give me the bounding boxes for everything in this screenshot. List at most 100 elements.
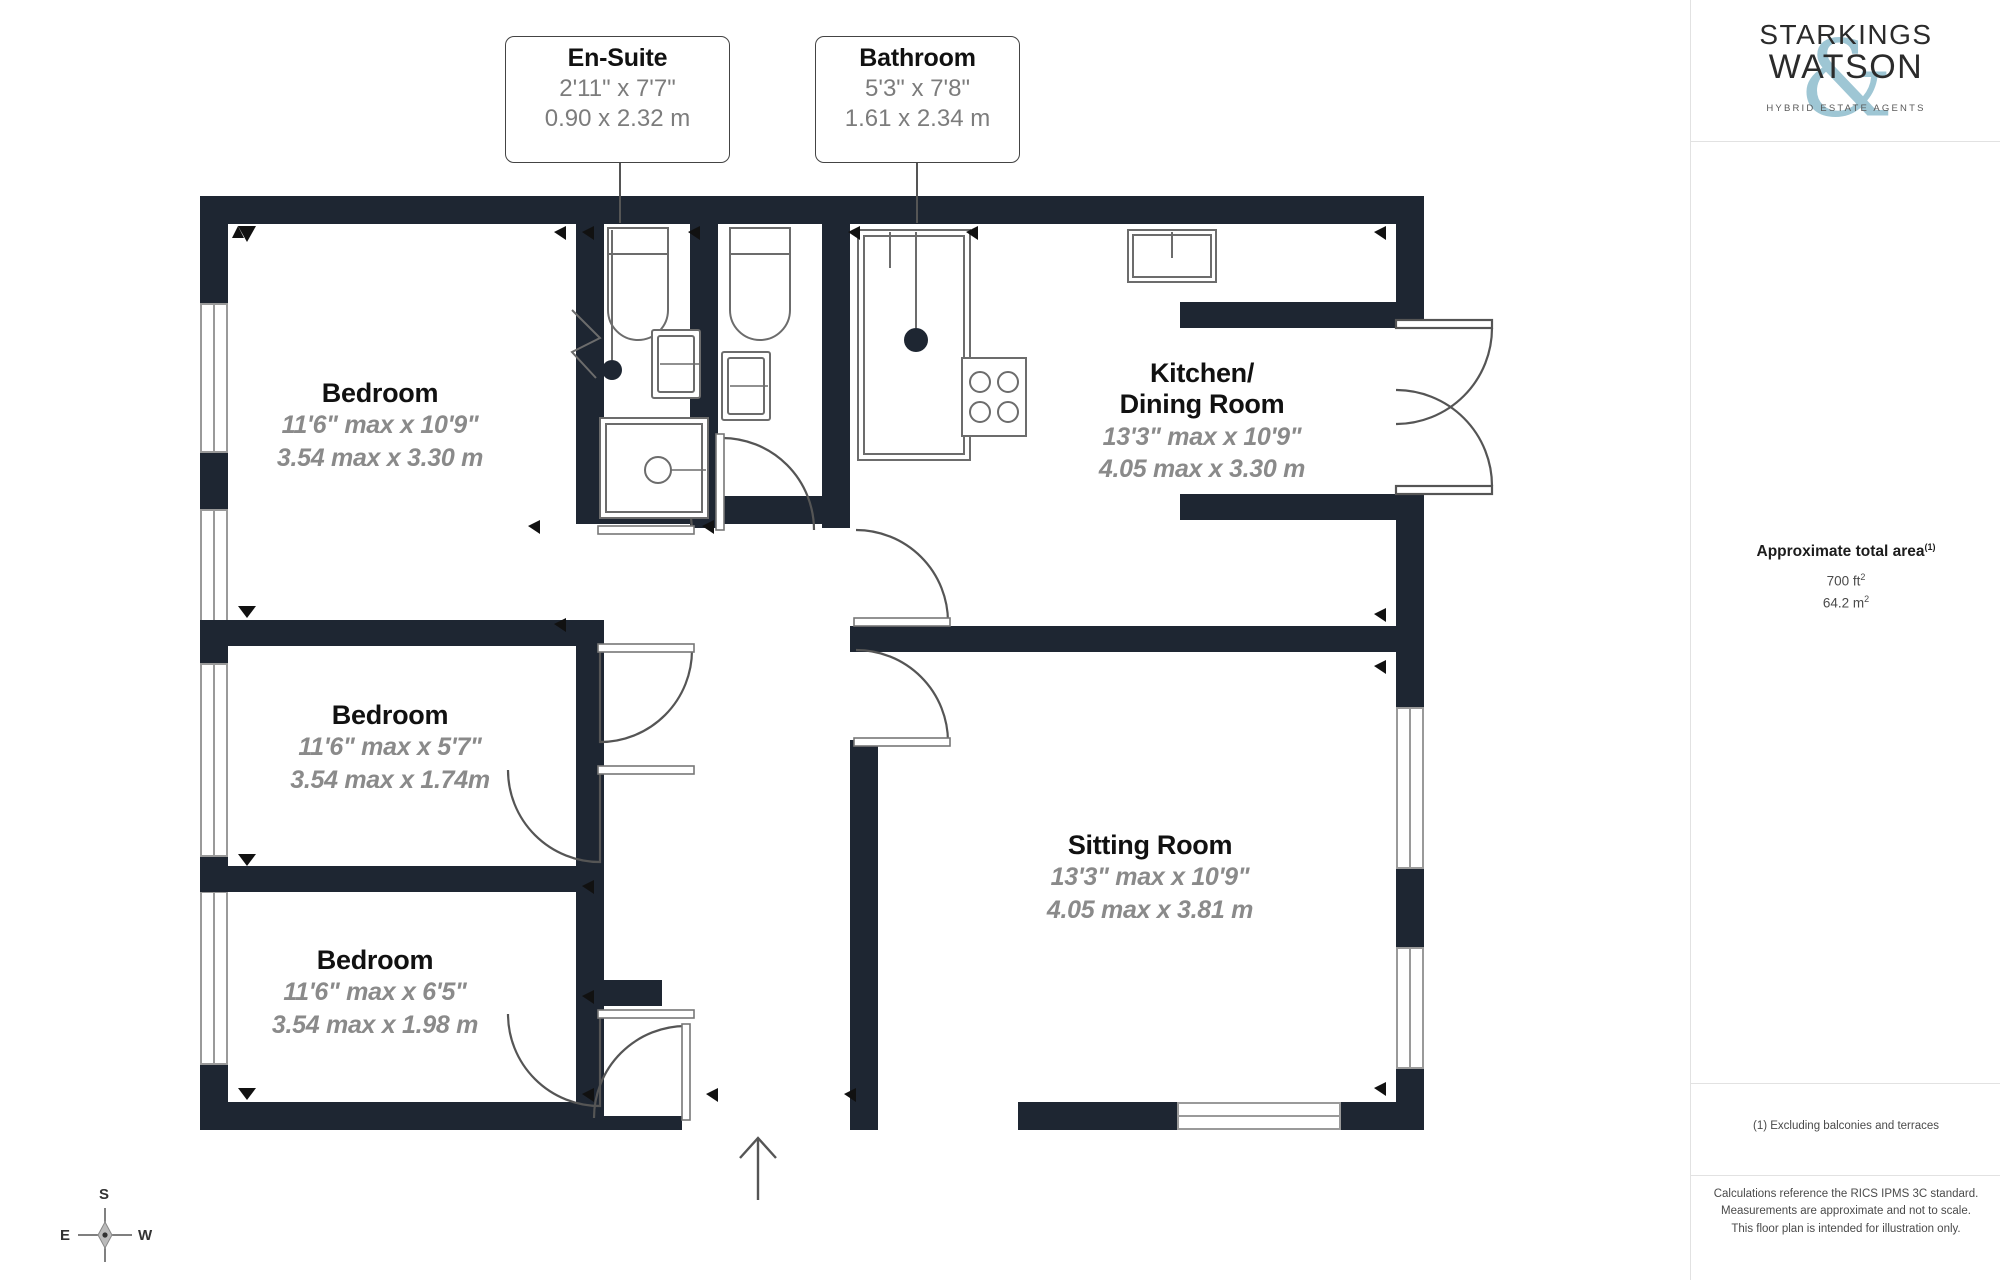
bathtub-drain bbox=[904, 328, 928, 352]
callout-leader-bathroom bbox=[916, 163, 918, 223]
kitchen-fixtures bbox=[857, 229, 1217, 461]
total-area-metric: 64.2 m2 bbox=[1691, 593, 2000, 614]
door-leaf-bedroom2 bbox=[597, 765, 695, 775]
door-swing-bathroom bbox=[720, 436, 816, 531]
room-label-kitchen-dining: Kitchen/ Dining Room 13'3" max x 10'9" 4… bbox=[1022, 358, 1382, 486]
compass-label-left: E bbox=[60, 1227, 71, 1244]
door-hinge-dot-ensuite bbox=[602, 360, 622, 380]
room-name-kitchen-line2: Dining Room bbox=[1119, 389, 1285, 420]
door-swing-bedroom3 bbox=[506, 1013, 602, 1108]
hob-burner-3 bbox=[969, 401, 991, 423]
room-dimension-metric-bedroom-2: 3.54 max x 1.74m bbox=[290, 765, 490, 794]
room-label-sitting-room: Sitting Room 13'3" max x 10'9" 4.05 max … bbox=[960, 830, 1340, 926]
wall-exterior-bottom-sitting-left bbox=[1018, 1102, 1178, 1130]
door-leaf-ensuite bbox=[597, 525, 695, 535]
toilet-cistern-bathroom bbox=[729, 227, 791, 255]
wall-bedroom1-bottom bbox=[200, 620, 604, 646]
room-name-bedroom-1: Bedroom bbox=[321, 378, 439, 408]
window-left-bedroom2 bbox=[200, 509, 228, 625]
wall-kitchen-bay-corner-top bbox=[1180, 302, 1208, 328]
total-area-title: Approximate total area(1) bbox=[1691, 542, 2000, 561]
info-panel: & STARKINGS WATSON HYBRID ESTATE AGENTS … bbox=[1690, 0, 2000, 1280]
disclaimer-cell: Calculations reference the RICS IPMS 3C … bbox=[1691, 1176, 2000, 1280]
wall-right-sitting-3 bbox=[1396, 1068, 1424, 1130]
wall-hall-kitchen-divider bbox=[850, 626, 1424, 652]
total-area-block: Approximate total area(1) 700 ft2 64.2 m… bbox=[1691, 542, 2000, 614]
footnote-text: (1) Excluding balconies and terraces bbox=[1752, 1120, 1940, 1132]
callout-leader-ensuite bbox=[619, 163, 621, 223]
wall-exterior-bottom-entry-left bbox=[596, 1116, 682, 1130]
door-swings-group bbox=[506, 436, 950, 1119]
room-dimension-imperial-kitchen: 13'3" max x 10'9" bbox=[1102, 422, 1302, 451]
hob-burner-1 bbox=[969, 371, 991, 393]
door-leaf-bathroom bbox=[715, 433, 725, 531]
entry-direction-arrow bbox=[739, 1136, 777, 1200]
room-name-bedroom-3: Bedroom bbox=[316, 945, 434, 975]
french-doors-kitchen bbox=[1394, 318, 1494, 496]
callout-en-suite: En-Suite 2'11" x 7'7" 0.90 x 2.32 m bbox=[505, 36, 730, 163]
compass-icon bbox=[78, 1208, 132, 1262]
extent-arrow-markers bbox=[232, 226, 1386, 1102]
wall-exterior-top bbox=[200, 196, 1424, 224]
walls-group bbox=[200, 196, 1494, 1130]
wall-ensuite-left-stub bbox=[576, 196, 594, 332]
room-dimension-metric-sitting: 4.05 max x 3.81 m bbox=[1046, 895, 1254, 924]
footnote-cell: (1) Excluding balconies and terraces bbox=[1691, 1084, 2000, 1176]
room-dimension-metric-bedroom-1: 3.54 max x 3.30 m bbox=[276, 443, 484, 472]
room-dimension-imperial-sitting: 13'3" max x 10'9" bbox=[1050, 863, 1250, 892]
toilet-cistern-ensuite bbox=[607, 227, 669, 255]
door-swing-bedroom2 bbox=[506, 769, 602, 864]
door-leaf-bedroom3 bbox=[597, 1009, 695, 1019]
brand-logo: & STARKINGS WATSON HYBRID ESTATE AGENTS bbox=[1691, 0, 2000, 141]
wall-bedroom3-right-upper bbox=[576, 892, 604, 988]
door-leaves-group bbox=[597, 433, 951, 1121]
room-label-bedroom-2: Bedroom 11'6" max x 5'7" 3.54 max x 1.74… bbox=[210, 700, 570, 796]
brand-name-line2: WATSON bbox=[1768, 47, 1924, 86]
total-area-title-superscript: (1) bbox=[1924, 542, 1936, 552]
wall-kitchen-bay-bottom bbox=[1180, 494, 1396, 520]
brand-name-line1: STARKINGS bbox=[1759, 19, 1933, 51]
wall-bedroom2-bottom bbox=[200, 866, 604, 892]
door-leaf-sitting bbox=[853, 737, 951, 747]
total-area-imperial: 700 ft2 bbox=[1691, 571, 2000, 592]
callout-imperial-bathroom: 5'3" x 7'8" bbox=[865, 75, 970, 103]
toilet-bathroom bbox=[729, 227, 791, 341]
door-leaf-bedroom1 bbox=[597, 643, 695, 653]
wall-right-sitting-2 bbox=[1396, 868, 1424, 948]
total-area-imperial-unit-exp: 2 bbox=[1860, 572, 1866, 583]
wall-exterior-left-top bbox=[200, 196, 228, 304]
callout-imperial-en-suite: 2'11" x 7'7" bbox=[559, 75, 676, 103]
callout-name-en-suite: En-Suite bbox=[567, 44, 668, 72]
pocket-door-ensuite bbox=[570, 309, 602, 379]
total-area-cell: Approximate total area(1) 700 ft2 64.2 m… bbox=[1691, 142, 2000, 1084]
total-area-imperial-value: 700 ft bbox=[1826, 573, 1861, 589]
room-dimension-metric-kitchen: 4.05 max x 3.30 m bbox=[1098, 455, 1306, 484]
wall-exterior-right-kitchen-top bbox=[1396, 196, 1424, 320]
shower-drain-ensuite bbox=[644, 456, 672, 484]
window-left-bedroom3 bbox=[200, 663, 228, 857]
room-name-bedroom-2: Bedroom bbox=[331, 700, 449, 730]
window-left-bedroom1 bbox=[200, 303, 228, 453]
ensuite-fixtures bbox=[599, 227, 709, 519]
door-leaf-kitchen bbox=[853, 617, 951, 627]
disclaimer-text: Calculations reference the RICS IPMS 3C … bbox=[1713, 1188, 1979, 1235]
room-dimension-imperial-bedroom-2: 11'6" max x 5'7" bbox=[298, 733, 482, 762]
room-label-bedroom-1: Bedroom 11'6" max x 10'9" 3.54 max x 3.3… bbox=[200, 378, 560, 474]
floor-plan-drawing: Bedroom 11'6" max x 10'9" 3.54 max x 3.3… bbox=[50, 36, 1494, 1270]
wall-hall-sitting-divider bbox=[850, 740, 878, 1130]
total-area-title-text: Approximate total area bbox=[1756, 543, 1925, 561]
window-right-sitting-2 bbox=[1396, 947, 1424, 1069]
door-swing-bedroom1 bbox=[598, 649, 694, 744]
floor-plan-svg bbox=[200, 196, 1494, 1200]
room-dimension-metric-bedroom-3: 3.54 max x 1.98 m bbox=[271, 1010, 479, 1039]
hob-burner-4 bbox=[997, 401, 1019, 423]
door-swing-kitchen bbox=[855, 528, 950, 624]
compass-rose: S E W bbox=[50, 1186, 160, 1270]
brand-logo-cell: & STARKINGS WATSON HYBRID ESTATE AGENTS bbox=[1691, 0, 2000, 142]
hob-burner-2 bbox=[997, 371, 1019, 393]
door-swing-sitting bbox=[855, 648, 950, 744]
hob-cooker bbox=[961, 357, 1027, 437]
window-bottom-sitting bbox=[1177, 1102, 1341, 1130]
compass-label-right: W bbox=[138, 1227, 153, 1244]
